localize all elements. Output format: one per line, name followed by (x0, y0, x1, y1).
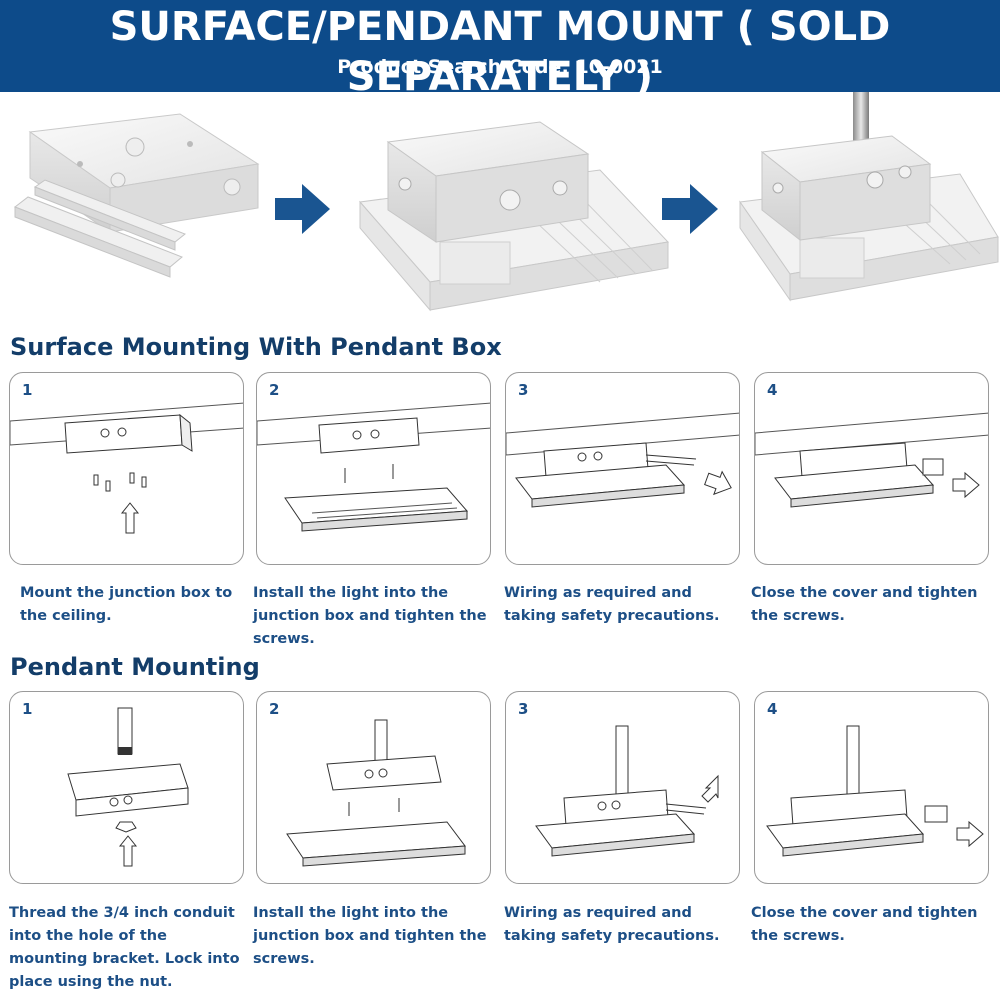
pendant-step-4-caption: Close the cover and tighten the screws. (751, 905, 978, 944)
header-banner: SURFACE/PENDANT MOUNT ( SOLD SEPARATELY … (0, 0, 1000, 100)
pendant-step-4-card: 4 (754, 691, 989, 884)
step-number: 2 (269, 381, 280, 399)
surface-mounting-heading: Surface Mounting With Pendant Box (10, 333, 502, 361)
surface-step-3-card: 3 (505, 372, 740, 565)
step-number: 1 (22, 381, 33, 399)
surface-step-3-caption: Wiring as required and taking safety pre… (504, 585, 720, 624)
arrow-right-icon (275, 184, 330, 234)
surface-step-4-illustration (755, 412, 988, 508)
pendant-step-2-caption: Install the light into the junction box … (253, 905, 487, 967)
junction-box-kit-image (13, 113, 260, 278)
arrow-up-icon (118, 835, 138, 867)
surface-step-3-illustration (506, 412, 739, 508)
pendant-step-2-card: 2 (256, 691, 491, 884)
pendant-step-3-caption: Wiring as required and taking safety pre… (504, 905, 720, 944)
surface-step-1-caption: Mount the junction box to the ceiling. (20, 585, 233, 624)
step-number: 2 (269, 700, 280, 718)
step-number: 4 (767, 700, 778, 718)
pendant-step-2-illustration (286, 719, 466, 867)
arrow-up-icon (120, 502, 140, 534)
surface-step-2-card: 2 (256, 372, 491, 565)
step-number: 3 (518, 381, 529, 399)
step-number: 3 (518, 700, 529, 718)
step-number: 1 (22, 700, 33, 718)
surface-step-4-card: 4 (754, 372, 989, 565)
surface-step-1-card: 1 (9, 372, 244, 565)
pendant-step-1-caption: Thread the 3/4 inch conduit into the hol… (9, 905, 240, 990)
surface-step-2-caption: Install the light into the junction box … (253, 585, 487, 647)
surface-step-2-illustration (257, 402, 490, 532)
pendant-step-3-card: 3 (505, 691, 740, 884)
pendant-mounted-fixture-image (739, 92, 999, 302)
pendant-step-4-illustration (766, 725, 984, 857)
pendant-step-3-illustration (535, 725, 719, 857)
pendant-step-1-card: 1 (9, 691, 244, 884)
product-hero-illustrations (13, 92, 999, 312)
pendant-step-1-illustration (67, 707, 189, 867)
surface-step-4-caption: Close the cover and tighten the screws. (751, 585, 978, 624)
product-code: Product Search Code: 10-0021 (337, 56, 663, 78)
arrow-right-icon (662, 184, 718, 234)
page-title: SURFACE/PENDANT MOUNT ( SOLD SEPARATELY … (109, 4, 891, 100)
pendant-mounting-heading: Pendant Mounting (10, 653, 260, 681)
box-on-fixture-image (359, 121, 670, 312)
step-number: 4 (767, 381, 778, 399)
surface-step-1-illustration (10, 402, 243, 534)
